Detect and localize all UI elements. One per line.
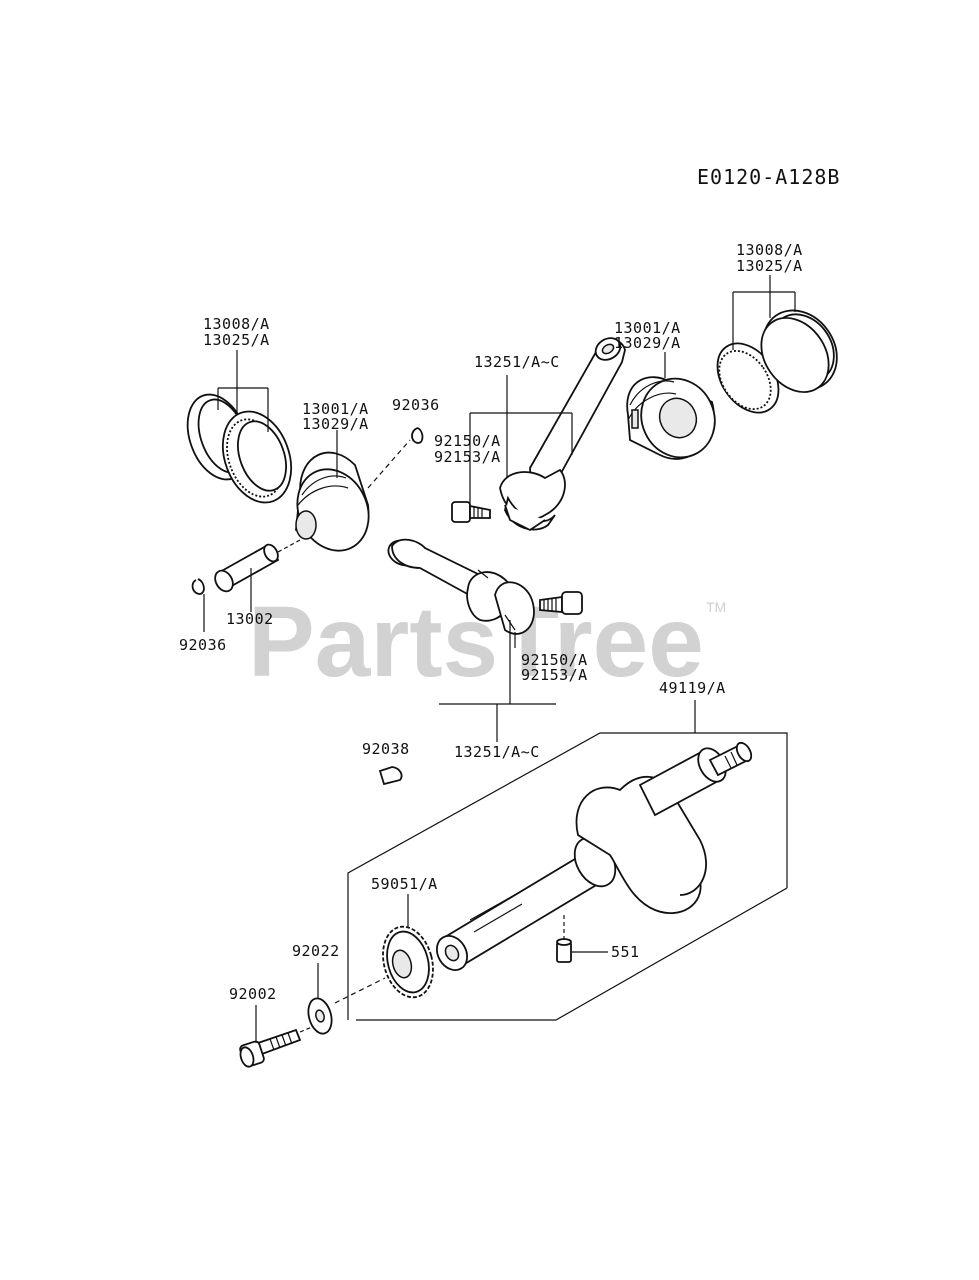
diagram-code: E0120-A128B bbox=[697, 165, 840, 189]
label-piston-left-2: 13029/A bbox=[302, 415, 369, 433]
conrod-bolt-top[interactable] bbox=[451, 501, 491, 523]
leader-conrod-bottom bbox=[439, 620, 556, 742]
label-bolt-bottom-2: 92153/A bbox=[521, 666, 588, 684]
label-piston-left-1: 13001/A bbox=[302, 400, 369, 418]
label-crankshaft: 49119/A bbox=[659, 679, 726, 697]
label-rings-right-1: 13008/A bbox=[736, 241, 803, 259]
label-bolt-bottom-1: 92150/A bbox=[521, 651, 588, 669]
label-circlip-top: 92036 bbox=[392, 396, 440, 414]
label-pin-551: 551 bbox=[611, 943, 640, 961]
label-circlip-left: 92036 bbox=[179, 636, 227, 654]
axis-washer-gear bbox=[334, 977, 386, 1004]
label-bolt-top-2: 92153/A bbox=[434, 448, 501, 466]
woodruff-key[interactable] bbox=[378, 766, 403, 786]
crank-gear[interactable] bbox=[376, 921, 441, 1003]
label-key: 92038 bbox=[362, 740, 410, 758]
label-crank-bolt: 92002 bbox=[229, 985, 277, 1003]
watermark-trademark: TM bbox=[706, 599, 726, 615]
piston-pin[interactable] bbox=[212, 542, 281, 594]
label-washer: 92022 bbox=[292, 942, 340, 960]
label-rings-left-2: 13025/A bbox=[203, 331, 270, 349]
label-piston-right-2: 13029/A bbox=[614, 334, 681, 352]
label-rings-left-1: 13008/A bbox=[203, 315, 270, 333]
axis-bolt-washer bbox=[299, 1026, 313, 1033]
pin-551[interactable] bbox=[556, 938, 572, 963]
leader-conrod-top bbox=[469, 375, 573, 505]
piston-rings-left[interactable] bbox=[177, 386, 304, 512]
label-conrod-bottom: 13251/A~C bbox=[454, 743, 540, 761]
label-conrod-top: 13251/A~C bbox=[474, 353, 560, 371]
pin-axis-top bbox=[367, 439, 411, 489]
circlip-left[interactable] bbox=[191, 578, 205, 595]
label-piston-pin: 13002 bbox=[226, 610, 274, 628]
label-piston-right-1: 13001/A bbox=[614, 319, 681, 337]
piston-left[interactable] bbox=[284, 451, 381, 563]
piston-rings-right[interactable] bbox=[705, 296, 852, 424]
label-bolt-top-1: 92150/A bbox=[434, 432, 501, 450]
circlip-top[interactable] bbox=[411, 427, 424, 444]
label-rings-right-2: 13025/A bbox=[736, 257, 803, 275]
crankshaft[interactable] bbox=[431, 740, 754, 975]
pin-axis-left bbox=[277, 539, 301, 553]
washer[interactable] bbox=[305, 996, 336, 1036]
connecting-rod-top[interactable] bbox=[499, 334, 626, 532]
label-gear: 59051/A bbox=[371, 875, 438, 893]
leader-rings-left bbox=[217, 350, 269, 432]
crankshaft-assembly-border bbox=[347, 700, 788, 1021]
piston-right[interactable] bbox=[626, 367, 727, 470]
crank-bolt[interactable] bbox=[238, 1028, 302, 1068]
conrod-bolt-bottom[interactable] bbox=[539, 591, 583, 615]
connecting-rod-bottom[interactable] bbox=[385, 536, 535, 635]
leader-rings-right bbox=[732, 275, 796, 350]
